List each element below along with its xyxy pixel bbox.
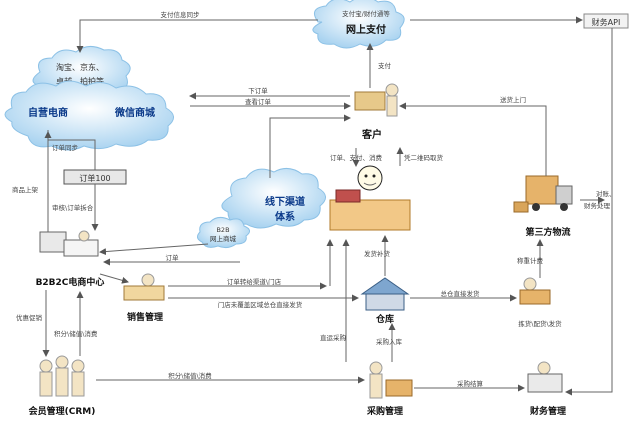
offline-line1: 线下渠道 (265, 195, 305, 208)
customer-label: 客户 (361, 128, 382, 141)
edge-pay: 支付 (378, 61, 392, 70)
edge-points-store: 积分\储值\消费 (54, 329, 98, 338)
edge-store-cover: 门店未覆盖区域总仓直接发货 (218, 300, 303, 309)
purchase-mgmt-label: 采购管理 (366, 405, 403, 417)
platforms-line1: 淘宝、京东、 (56, 62, 104, 72)
wechat-mall-label: 微信商城 (114, 106, 155, 119)
edge-deliver-door: 送货上门 (500, 95, 526, 104)
third-party-label: 第三方物流 (525, 226, 570, 238)
edge-order: 订单 (166, 253, 180, 262)
edge-pay-sync: 支付信息同步 (161, 10, 201, 19)
sales-mgmt-label: 销售管理 (127, 311, 163, 323)
finance-api-badge (583, 13, 629, 29)
cloud-b2b (196, 216, 250, 249)
edge-order-sync: 订单同步 (52, 143, 79, 152)
b2b-line1: B2B (216, 226, 229, 234)
sales-mgmt-icon (123, 273, 165, 301)
self-ecommerce-label: 自营电商 (28, 106, 68, 119)
edge-qr-pickup: 凭二维码取货 (404, 153, 444, 162)
online-pay-line1: 支付宝/财付通等 (342, 9, 390, 18)
edge-purchase-in: 采购入库 (376, 337, 403, 346)
clerk-desk-icon (329, 165, 411, 231)
edge-place-order: 下订单 (248, 86, 268, 95)
picker-icon (519, 277, 551, 305)
finance-mgmt-label: 财务管理 (529, 405, 566, 417)
truck-icon (513, 175, 573, 213)
b2b2c-computer-icon (39, 230, 99, 257)
edge-finance-process: 财务处理 (584, 201, 611, 210)
offline-line2: 体系 (275, 210, 295, 223)
platforms-line2: 卓越、拍拍等 (56, 76, 104, 86)
warehouse-icon (360, 277, 410, 311)
purchase-icon (369, 361, 413, 399)
finance-icon (527, 361, 563, 393)
finance-api-label: 财务API (592, 17, 621, 27)
edge-points-store2: 积分\储值\消费 (168, 371, 212, 380)
edge-ship-replenish: 发货补货 (364, 249, 391, 258)
crm-label: 会员管理(CRM) (29, 405, 96, 417)
edge-order-to-channel: 订单转给渠道\门店 (227, 277, 282, 286)
edge-reconcile: 对账、 (596, 189, 616, 198)
order100-label: 订单100 (79, 173, 110, 183)
edge-direct-purchase: 直运采购 (320, 333, 347, 342)
edge-audit-split: 审核\订单拆合 (52, 203, 94, 212)
warehouse-label: 仓库 (375, 313, 394, 325)
edge-check-order: 查看订单 (245, 97, 272, 106)
crm-people-icon (39, 355, 85, 397)
edge-pick-ship: 拣货\配货\发货 (518, 319, 562, 328)
edge-list-product: 商品上架 (12, 185, 39, 194)
edge-order-pay-ship: 订单、支付、消费 (330, 153, 383, 162)
edge-purchase-settle: 采购结算 (457, 379, 484, 388)
online-pay-line2: 网上支付 (346, 23, 386, 36)
edge-warehouse-direct: 总仓直接发货 (441, 289, 481, 298)
b2b2c-label: B2B2C电商中心 (36, 276, 105, 288)
b2b-line2: 网上商城 (210, 234, 237, 243)
connectors (42, 16, 613, 396)
edge-weigh-bill: 称重计费 (517, 256, 544, 265)
cloud-online-pay (312, 0, 405, 49)
edge-coupon: 优惠促销 (16, 313, 43, 322)
customer-icon (354, 83, 399, 117)
